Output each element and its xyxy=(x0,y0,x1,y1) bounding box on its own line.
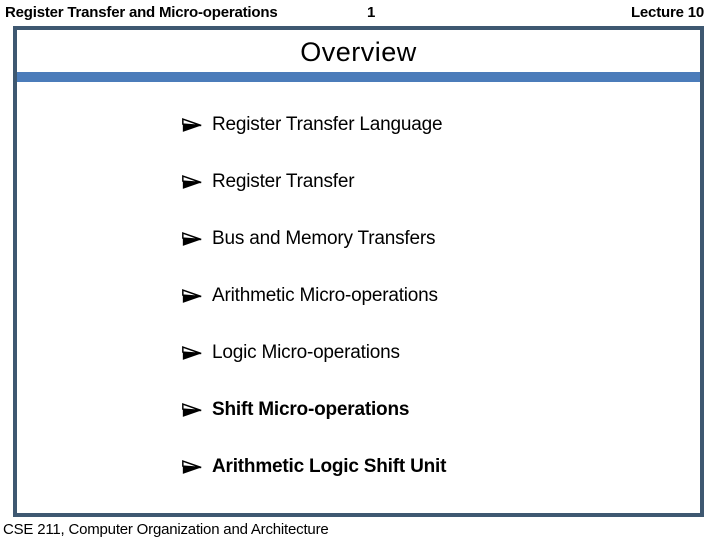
bullet-item: Logic Micro-operations xyxy=(181,341,446,365)
slide-title: Overview xyxy=(300,37,417,67)
bullet-label: Shift Micro-operations xyxy=(212,399,410,420)
slide-header: Register Transfer and Micro-operations 1… xyxy=(0,0,720,26)
bullet-item: Bus and Memory Transfers xyxy=(181,227,446,251)
arrowhead-bullet-icon xyxy=(181,459,203,476)
slide-frame: Overview Register Transfer Language xyxy=(13,26,704,517)
arrowhead-bullet-icon xyxy=(181,345,203,362)
arrowhead-bullet-icon xyxy=(181,231,203,248)
bullet-item: Shift Micro-operations xyxy=(181,398,446,422)
bullet-label: Register Transfer xyxy=(212,171,355,192)
course-topic-label: Register Transfer and Micro-operations xyxy=(5,4,278,21)
bullet-label: Arithmetic Micro-operations xyxy=(212,285,438,306)
bullet-label: Register Transfer Language xyxy=(212,114,443,135)
bullet-list: Register Transfer Language Register Tran… xyxy=(181,113,446,512)
bullet-label: Logic Micro-operations xyxy=(212,342,400,363)
arrowhead-bullet-icon xyxy=(181,402,203,419)
arrowhead-bullet-icon xyxy=(181,174,203,191)
bullet-label: Bus and Memory Transfers xyxy=(212,228,436,249)
bullet-label: Arithmetic Logic Shift Unit xyxy=(212,456,447,477)
arrowhead-bullet-icon xyxy=(181,117,203,134)
bullet-item: Arithmetic Logic Shift Unit xyxy=(181,455,446,479)
bullet-item: Register Transfer Language xyxy=(181,113,446,137)
page-number: 1 xyxy=(367,4,376,21)
footer-text: CSE 211, Computer Organization and Archi… xyxy=(3,521,329,538)
title-divider-bar xyxy=(17,72,700,82)
lecture-number-label: Lecture 10 xyxy=(630,4,704,21)
arrowhead-bullet-icon xyxy=(181,288,203,305)
bullet-item: Register Transfer xyxy=(181,170,446,194)
bullet-item: Arithmetic Micro-operations xyxy=(181,284,446,308)
